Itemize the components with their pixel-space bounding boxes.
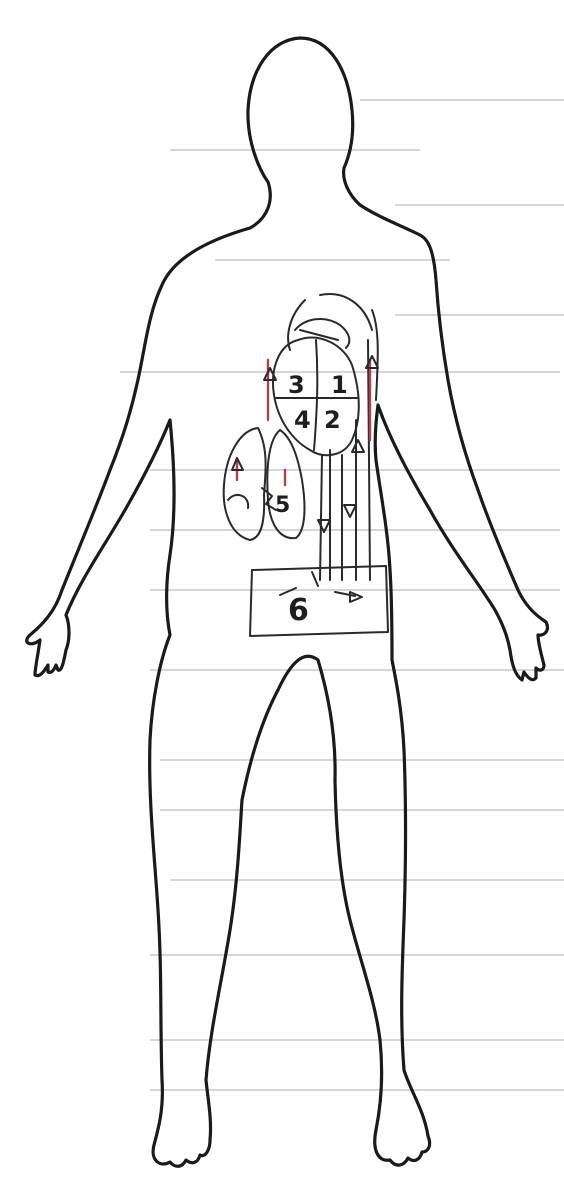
- abdomen-box-drawing: [250, 566, 388, 636]
- label-4: 4: [294, 406, 311, 434]
- label-1: 1: [331, 371, 348, 399]
- lungs-drawing: [224, 428, 305, 540]
- label-3: 3: [288, 371, 305, 399]
- label-5: 5: [275, 493, 290, 518]
- bleed-through-background: [120, 100, 564, 1090]
- label-2: 2: [324, 406, 341, 434]
- label-6: 6: [288, 593, 309, 628]
